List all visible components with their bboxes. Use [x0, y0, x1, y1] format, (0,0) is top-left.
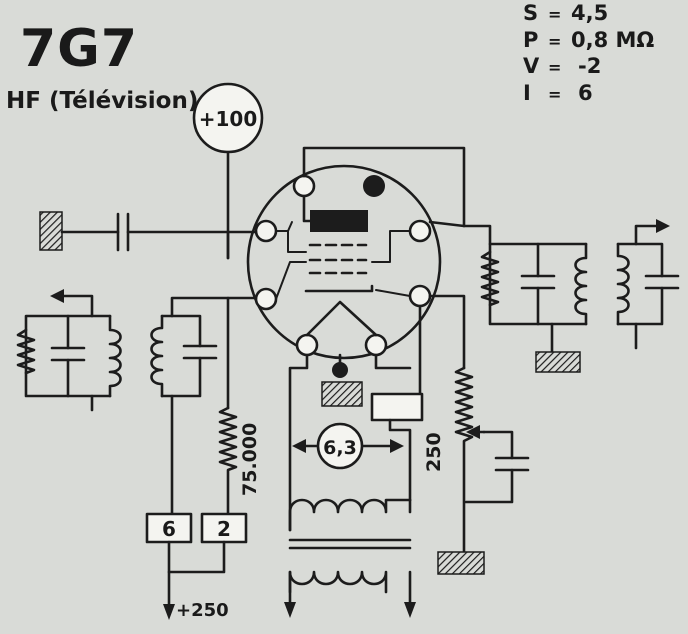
param-s-sep: = [548, 5, 561, 24]
supply-100-label: +100 [199, 107, 258, 131]
param-i-sep: = [548, 85, 561, 104]
pin-box-6: 6 [162, 517, 176, 541]
param-i-label: I [523, 81, 531, 105]
param-p-sep: = [548, 32, 561, 51]
pot-value: 250 [423, 432, 445, 472]
tube-parameters: S = 4,5 P = 0,8 MΩ V = -2 I = 6 [523, 1, 654, 105]
supply-250-label: +250 [176, 600, 229, 621]
heater-voltage-label: 6,3 [323, 437, 357, 459]
pin-boxes: 6 2 +250 [145, 512, 248, 621]
param-s-value: 4,5 [571, 1, 608, 25]
param-p-value: 0,8 MΩ [571, 28, 654, 52]
param-v-sep: = [548, 58, 561, 77]
tube-title: 7G7 [20, 19, 138, 79]
supply-100-node: +100 [192, 82, 264, 154]
param-p-label: P [523, 28, 538, 52]
potentiometer-250: 250 [423, 294, 530, 575]
left-tuned-circuits [16, 289, 258, 516]
tube-envelope [246, 164, 442, 360]
param-i-value: 6 [578, 81, 593, 105]
heater-section: 6,3 [284, 304, 424, 618]
param-s-label: S [523, 1, 538, 25]
param-v-label: V [523, 54, 540, 78]
param-v-value: -2 [578, 54, 601, 78]
grid-resistor-value: 75.000 [239, 423, 261, 496]
pin-box-2: 2 [217, 517, 231, 541]
grid-resistor: 75.000 [218, 230, 261, 516]
right-tuned-circuits [480, 219, 680, 373]
input-coupling [39, 211, 258, 252]
tube-subtitle: HF (Télévision) [6, 88, 198, 114]
